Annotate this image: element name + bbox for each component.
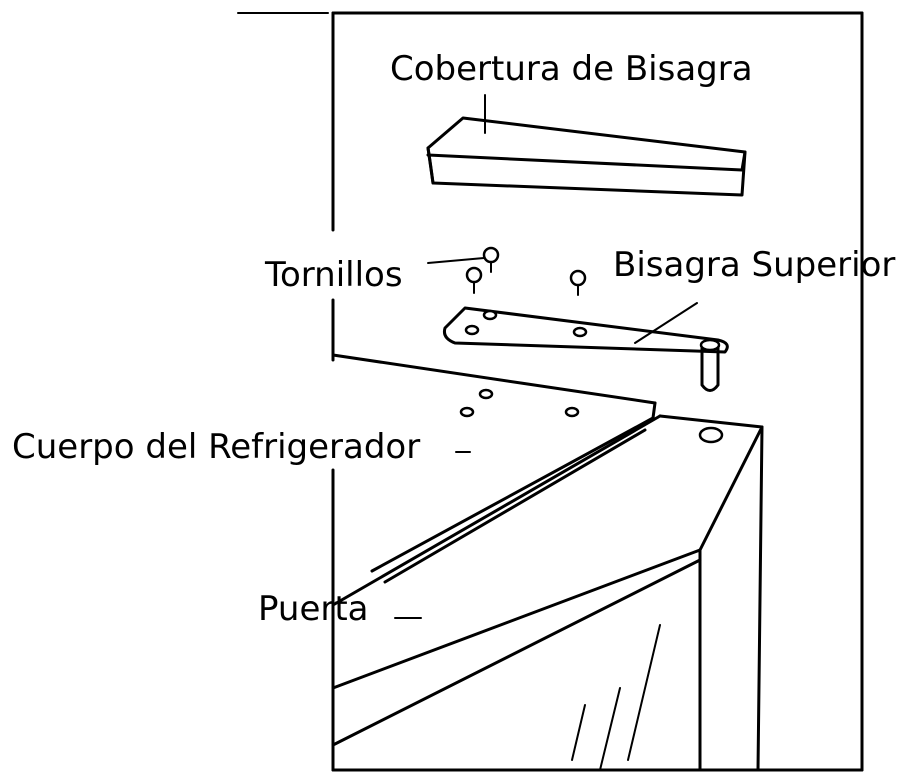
screws-leader-line: [427, 257, 485, 264]
label-hinge-cover: Cobertura de Bisagra: [390, 49, 753, 89]
screw-icon: [569, 269, 587, 296]
top-hinge-leader-line: [634, 302, 698, 344]
fridge-body-shape: [331, 353, 657, 584]
label-top-hinge: Bisagra Superior: [613, 245, 896, 285]
label-screws: Tornillos: [265, 255, 403, 295]
top-hinge-shape: [443, 302, 729, 392]
door-shape: [331, 414, 864, 772]
screws-group: [427, 246, 587, 296]
label-door: Puerta: [258, 589, 369, 629]
hinge-cover-shape: [426, 94, 747, 197]
screw-icon: [465, 266, 483, 294]
screw-icon: [482, 246, 500, 273]
label-fridge-body: Cuerpo del Refrigerador: [12, 427, 421, 467]
